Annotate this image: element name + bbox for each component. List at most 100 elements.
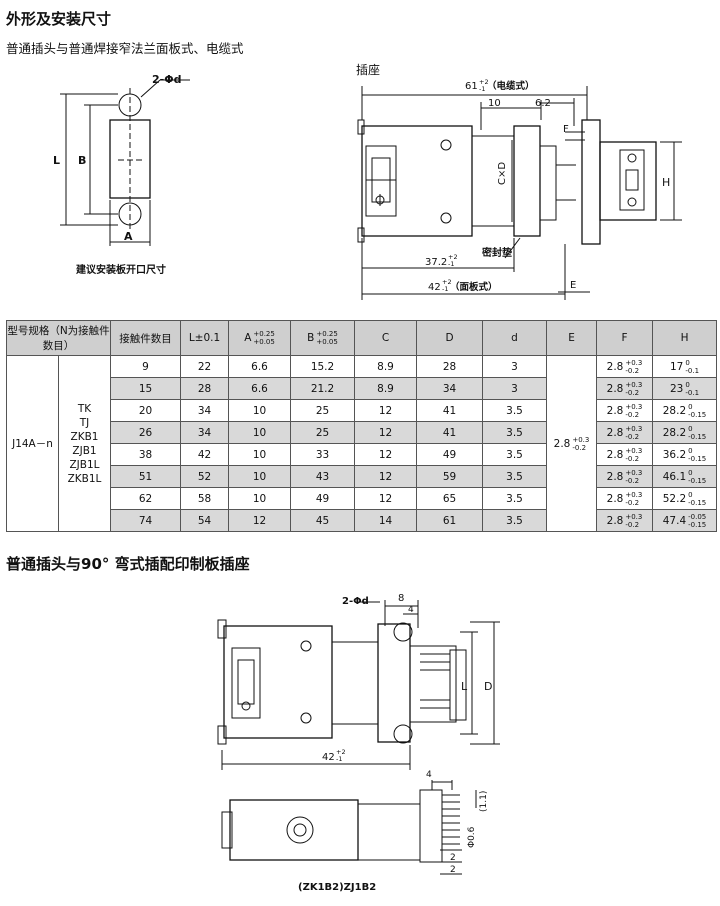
dim-37-tol-lower: -1 xyxy=(448,260,454,268)
cell-d: 3.5 xyxy=(482,509,548,532)
header-D: D xyxy=(416,320,484,356)
series-item: ZKB1L xyxy=(67,472,102,485)
dim-E: E xyxy=(570,280,576,291)
cell-D: 41 xyxy=(416,421,484,444)
cell-L: 34 xyxy=(180,399,230,422)
cell-B: 25 xyxy=(290,399,356,422)
pcb-dim-1-1: (1.1) xyxy=(479,791,489,812)
cell-A: 6.6 xyxy=(228,377,292,400)
socket-drawing xyxy=(357,86,682,300)
series-item: ZJB1 xyxy=(72,444,97,457)
pcb-caption: (ZK1B2)ZJ1B2 xyxy=(298,882,376,893)
section-subheading: 普通插头与普通焊接窄法兰面板式、电缆式 xyxy=(6,41,244,56)
cell-C: 12 xyxy=(354,465,418,488)
header-L: L±0.1 xyxy=(180,320,230,356)
cell-d: 3.5 xyxy=(482,399,548,422)
cell-contacts: 26 xyxy=(110,421,182,444)
cell-A: 10 xyxy=(228,487,292,510)
cell-d: 3.5 xyxy=(482,443,548,466)
cell-D: 65 xyxy=(416,487,484,510)
header-model: 型号规格（N为接触件数目） xyxy=(5,320,112,356)
cell-B: 21.2 xyxy=(290,377,356,400)
pcb-dim-4-top: 4 xyxy=(408,605,414,615)
cell-F: 2.8+0.3-0.2 xyxy=(596,399,654,422)
panel-cutout-drawing xyxy=(60,79,190,246)
cell-L: 52 xyxy=(180,465,230,488)
pcb-dim-2b: 2 xyxy=(450,865,456,875)
cell-contacts: 62 xyxy=(110,487,182,510)
dim-61: 61 xyxy=(465,81,478,92)
cell-L: 22 xyxy=(180,355,230,378)
pcb-side-view xyxy=(221,780,477,875)
pcb-dim-4-side: 4 xyxy=(426,770,432,780)
dim-61-tol-upper: +2 xyxy=(479,78,489,86)
cell-E: 2.8+0.3-0.2 xyxy=(546,355,598,532)
cell-B: 25 xyxy=(290,421,356,444)
model-prefix-cell: J14A－n xyxy=(6,355,59,532)
cell-F: 2.8+0.3-0.2 xyxy=(596,509,654,532)
cell-d: 3.5 xyxy=(482,465,548,488)
cell-d: 3 xyxy=(482,377,548,400)
dim-37-2: 37.2 xyxy=(425,257,447,268)
socket-title: 插座 xyxy=(356,62,380,77)
cell-C: 12 xyxy=(354,487,418,510)
dim-42: 42 xyxy=(428,282,441,293)
pcb-dim-42: 42 xyxy=(322,752,335,763)
dim-6-2: 6.2 xyxy=(535,98,551,109)
pcb-socket-drawing xyxy=(217,600,500,770)
cell-contacts: 74 xyxy=(110,509,182,532)
dim-A: A xyxy=(124,230,133,243)
cell-F: 2.8+0.3-0.2 xyxy=(596,421,654,444)
dim-F: F xyxy=(563,124,569,135)
cell-F: 2.8+0.3-0.2 xyxy=(596,377,654,400)
series-item: TK xyxy=(77,402,92,415)
cell-F: 2.8+0.3-0.2 xyxy=(596,355,654,378)
cell-d: 3 xyxy=(482,355,548,378)
dim-CxD: C×D xyxy=(497,162,508,185)
header-C: C xyxy=(354,320,418,356)
hole-label: 2-Φd xyxy=(152,73,181,86)
cell-contacts: 9 xyxy=(110,355,182,378)
cell-C: 12 xyxy=(354,399,418,422)
cell-D: 59 xyxy=(416,465,484,488)
cell-L: 42 xyxy=(180,443,230,466)
pcb-dim-42-tol-lower: -1 xyxy=(336,755,342,763)
cell-B: 49 xyxy=(290,487,356,510)
series-item: ZJB1L xyxy=(69,458,100,471)
cell-B: 15.2 xyxy=(290,355,356,378)
cell-D: 61 xyxy=(416,509,484,532)
pcb-dim-phi06: Φ0.6 xyxy=(467,826,477,848)
seal-label: 密封垫 xyxy=(482,246,512,259)
cell-B: 43 xyxy=(290,465,356,488)
cell-L: 28 xyxy=(180,377,230,400)
header-B: B+0.25+0.05 xyxy=(290,320,356,356)
cell-C: 14 xyxy=(354,509,418,532)
dim-61-note: （电缆式） xyxy=(487,80,535,92)
dim-42-tol-upper: +2 xyxy=(442,278,452,286)
series-item: ZKB1 xyxy=(70,430,99,443)
cell-A: 6.6 xyxy=(228,355,292,378)
pcb-dim-8: 8 xyxy=(398,593,404,604)
header-E: E xyxy=(546,320,598,356)
cell-d: 3.5 xyxy=(482,421,548,444)
cell-A: 12 xyxy=(228,509,292,532)
header-d: d xyxy=(482,320,548,356)
cell-F: 2.8+0.3-0.2 xyxy=(596,465,654,488)
cell-contacts: 51 xyxy=(110,465,182,488)
dim-61-tol-lower: -1 xyxy=(479,85,485,93)
header-contacts: 接触件数目 xyxy=(110,320,182,356)
header-H: H xyxy=(652,320,718,356)
pcb-dim-L: L xyxy=(461,680,468,693)
spec-table: 型号规格（N为接触件数目） 接触件数目 L±0.1 A+0.25+0.05 B+… xyxy=(5,320,718,532)
